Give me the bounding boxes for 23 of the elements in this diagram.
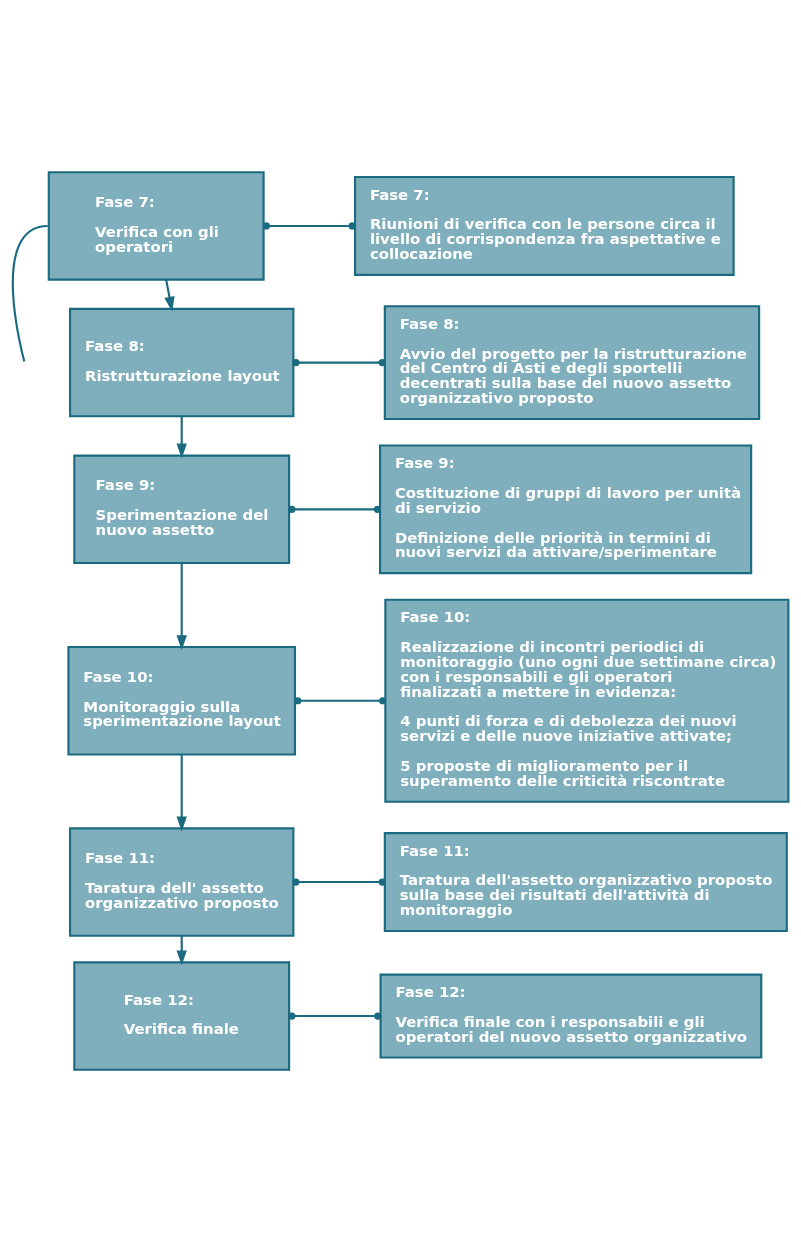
node-box: Fase 8: Ristrutturazione layout — [69, 307, 295, 418]
connector — [292, 359, 386, 367]
arrow — [176, 563, 187, 651]
node-box: Fase 11: Taratura dell'assetto organizzativo proposto sulla base dei risultati dell'attività di monitoraggio — [383, 832, 788, 933]
node-box: Fase 10: Realizzazione di incontri periodici di monitoraggio (uno ogni due settimane circa) con i responsabili e gli operatori finalizzati a mettere in evidenza: 4 punti di forza e di debolezza dei nuovi servizi e delle nuove iniziative attivate; 5 proposte di miglioramento per il superamento delle criticità riscontrate — [384, 598, 790, 803]
connector — [292, 878, 386, 886]
connector — [262, 222, 356, 230]
node-box: Fase 10: Monitoraggio sulla sperimentazione layout — [67, 646, 297, 756]
node-box: Fase 12: Verifica finale — [73, 961, 291, 1071]
arrow — [176, 416, 187, 459]
node-box: Fase 7: Riunioni di verifica con le persone circa il livello di corrispondenza fra aspettative e collocazione — [353, 175, 735, 276]
connector — [11, 224, 48, 362]
node-box: Fase 12: Verifica finale con i responsabili e gli operatori del nuovo assetto organizzativo — [379, 973, 763, 1059]
connector — [288, 505, 382, 513]
node-box: Fase 7: Verifica con gli operatori — [47, 171, 265, 281]
connector — [294, 697, 387, 705]
node-box: Fase 9: Costituzione di gruppi di lavoro per unità di servizio Definizione delle priorità in termini di nuovi servizi da attivare/sperimentare — [378, 444, 753, 575]
connector — [288, 1012, 382, 1020]
node-box: Fase 11: Taratura dell' assetto organizzativo proposto — [69, 827, 295, 937]
arrow — [176, 754, 187, 832]
node-box: Fase 9: Sperimentazione del nuovo assetto — [73, 454, 291, 565]
node-box: Fase 8: Avvio del progetto per la ristrutturazione del Centro di Asti e degli sportelli decentrati sulla base del nuovo assetto organizzativo proposto — [383, 305, 761, 421]
arrow — [164, 279, 175, 312]
